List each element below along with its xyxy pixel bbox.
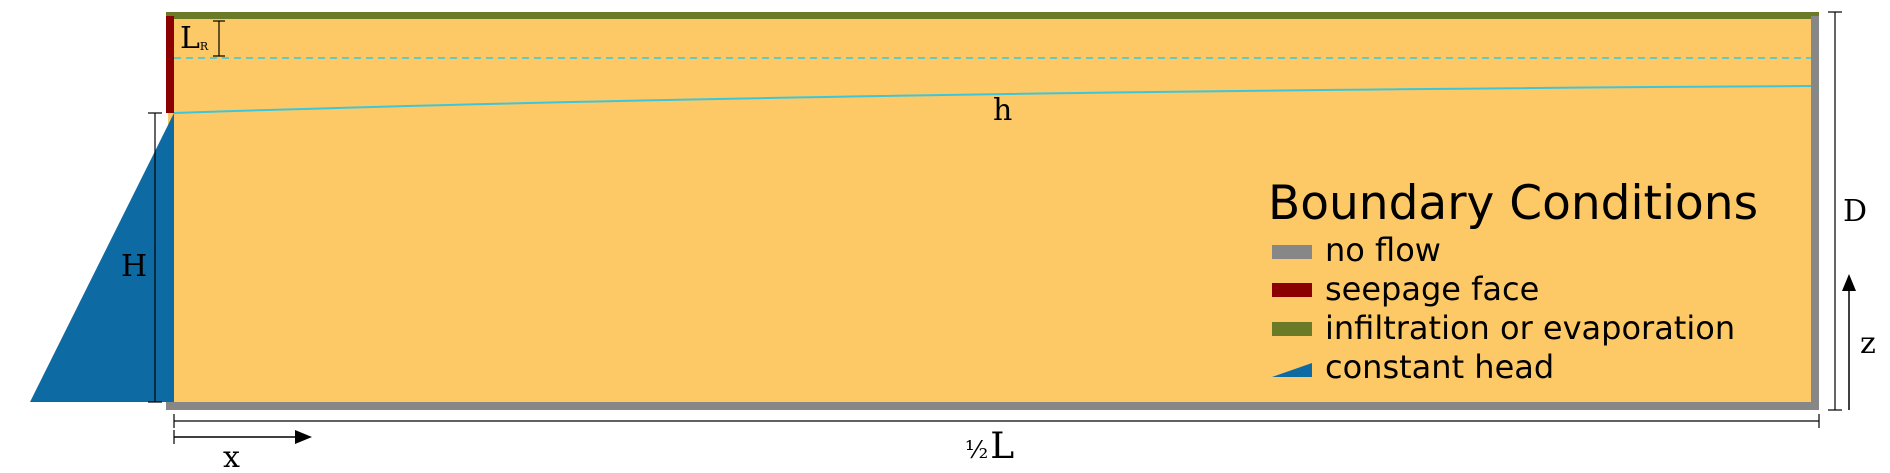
olive-bar-icon [1272,322,1312,336]
seepage-face-boundary [166,16,174,113]
legend-item-seepage-face: seepage face [1325,270,1539,308]
legend-title: Boundary Conditions [1268,176,1758,231]
D-label: D [1843,194,1867,229]
gray-bar-icon [1272,245,1312,259]
water-table-line [173,85,1812,114]
lr-label: LR [180,21,209,56]
no-flow-bottom-boundary [166,402,1819,410]
legend-item-no-flow: no flow [1325,231,1441,269]
no-flow-right-boundary [1811,16,1819,407]
H-label: H [121,249,147,284]
dark-red-bar-icon [1272,283,1312,297]
blue-wedge-icon [1272,363,1312,377]
legend-item-infiltration: infiltration or evaporation [1325,309,1735,347]
legend-item-constant-head: constant head [1325,348,1554,386]
half-L-letter: L [990,426,1014,467]
soil-domain [168,14,1816,404]
x-label: x [223,440,240,473]
half-L-fraction: ½ [965,436,988,464]
constant-head-wedge [30,113,174,402]
x-axis-arrowhead [295,430,312,444]
z-label: z [1860,326,1876,361]
lr-label-subscript: R [200,40,209,53]
z-axis-arrowhead [1842,274,1856,291]
half-L-label: ½L [965,426,1014,467]
h-label: h [993,93,1012,128]
infiltration-boundary [166,12,1819,19]
legend: Boundary Conditions no flow seepage face… [1268,176,1758,386]
